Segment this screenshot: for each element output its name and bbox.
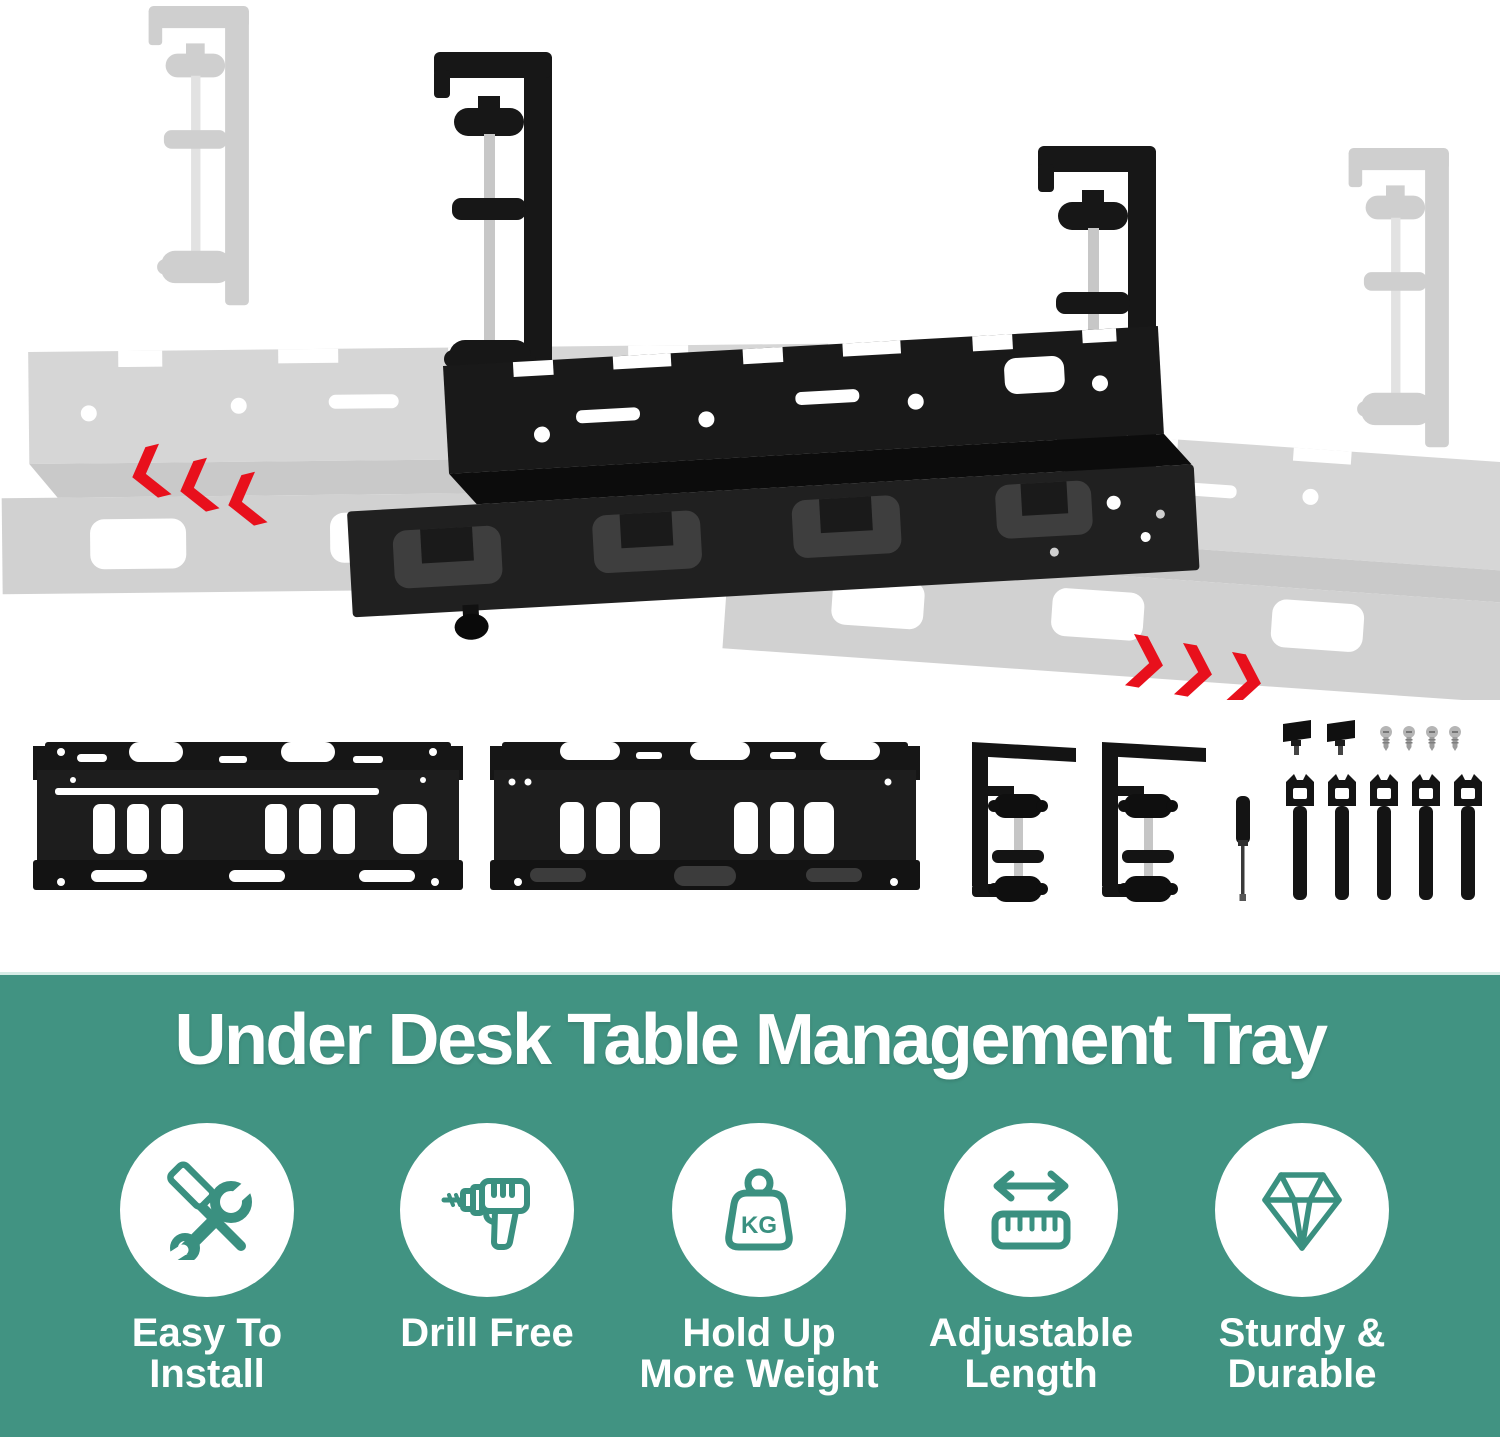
- included-parts-photo: [33, 720, 1482, 902]
- feature-circle: [120, 1123, 294, 1297]
- chevrons-left-icon: [132, 443, 268, 526]
- tray-half-part-2: [490, 742, 920, 890]
- feature-label: Sturdy & Durable: [1218, 1311, 1386, 1396]
- hero-product-photo: [1, 6, 1500, 700]
- cable-tray-assembly: [347, 326, 1200, 640]
- cable-ties: [1286, 774, 1482, 900]
- chevrons-right-icon: [1124, 634, 1261, 700]
- c-clamp-part-1: [972, 742, 1076, 902]
- screwdriver: [1236, 796, 1250, 901]
- screws: [1380, 726, 1461, 751]
- feature-circle: [944, 1123, 1118, 1297]
- svg-text:KG: KG: [741, 1212, 777, 1239]
- feature-banner: Under Desk Table Management Tray Easy To…: [0, 972, 1500, 1437]
- feature-label: Hold Up More Weight: [639, 1311, 879, 1396]
- hammer-wrench-icon: [163, 1161, 257, 1260]
- feature-label: Drill Free: [400, 1311, 574, 1355]
- feature-circle: [1215, 1123, 1389, 1297]
- tray-half-part-1: [33, 742, 463, 890]
- page-title: Under Desk Table Management Tray: [174, 1000, 1328, 1080]
- c-clamp-part-2: [1102, 742, 1206, 902]
- feature-hold-weight: KG Hold Up More Weight: [623, 1123, 895, 1395]
- weight-kg-icon: KG: [725, 1168, 793, 1251]
- ghost-desk-clamp-left: [148, 6, 249, 306]
- thumb-screw-1: [1283, 720, 1311, 755]
- feature-adjustable-length: Adjustable Length: [895, 1123, 1167, 1395]
- desk-clamp-left: [434, 52, 552, 404]
- feature-drill-free: Drill Free: [351, 1123, 623, 1354]
- feature-label: Adjustable Length: [928, 1311, 1134, 1396]
- arrow-ruler-icon: [991, 1170, 1071, 1250]
- feature-circle: [400, 1123, 574, 1297]
- drill-icon: [441, 1178, 530, 1250]
- feature-label: Easy To Install: [131, 1311, 283, 1396]
- feature-circle: KG: [672, 1123, 846, 1297]
- feature-easy-install: Easy To Install: [71, 1123, 343, 1395]
- diamond-icon: [1262, 1172, 1342, 1251]
- thumb-screw-2: [1327, 720, 1355, 755]
- ghost-desk-clamp-right: [1348, 148, 1449, 448]
- feature-sturdy-durable: Sturdy & Durable: [1166, 1123, 1438, 1395]
